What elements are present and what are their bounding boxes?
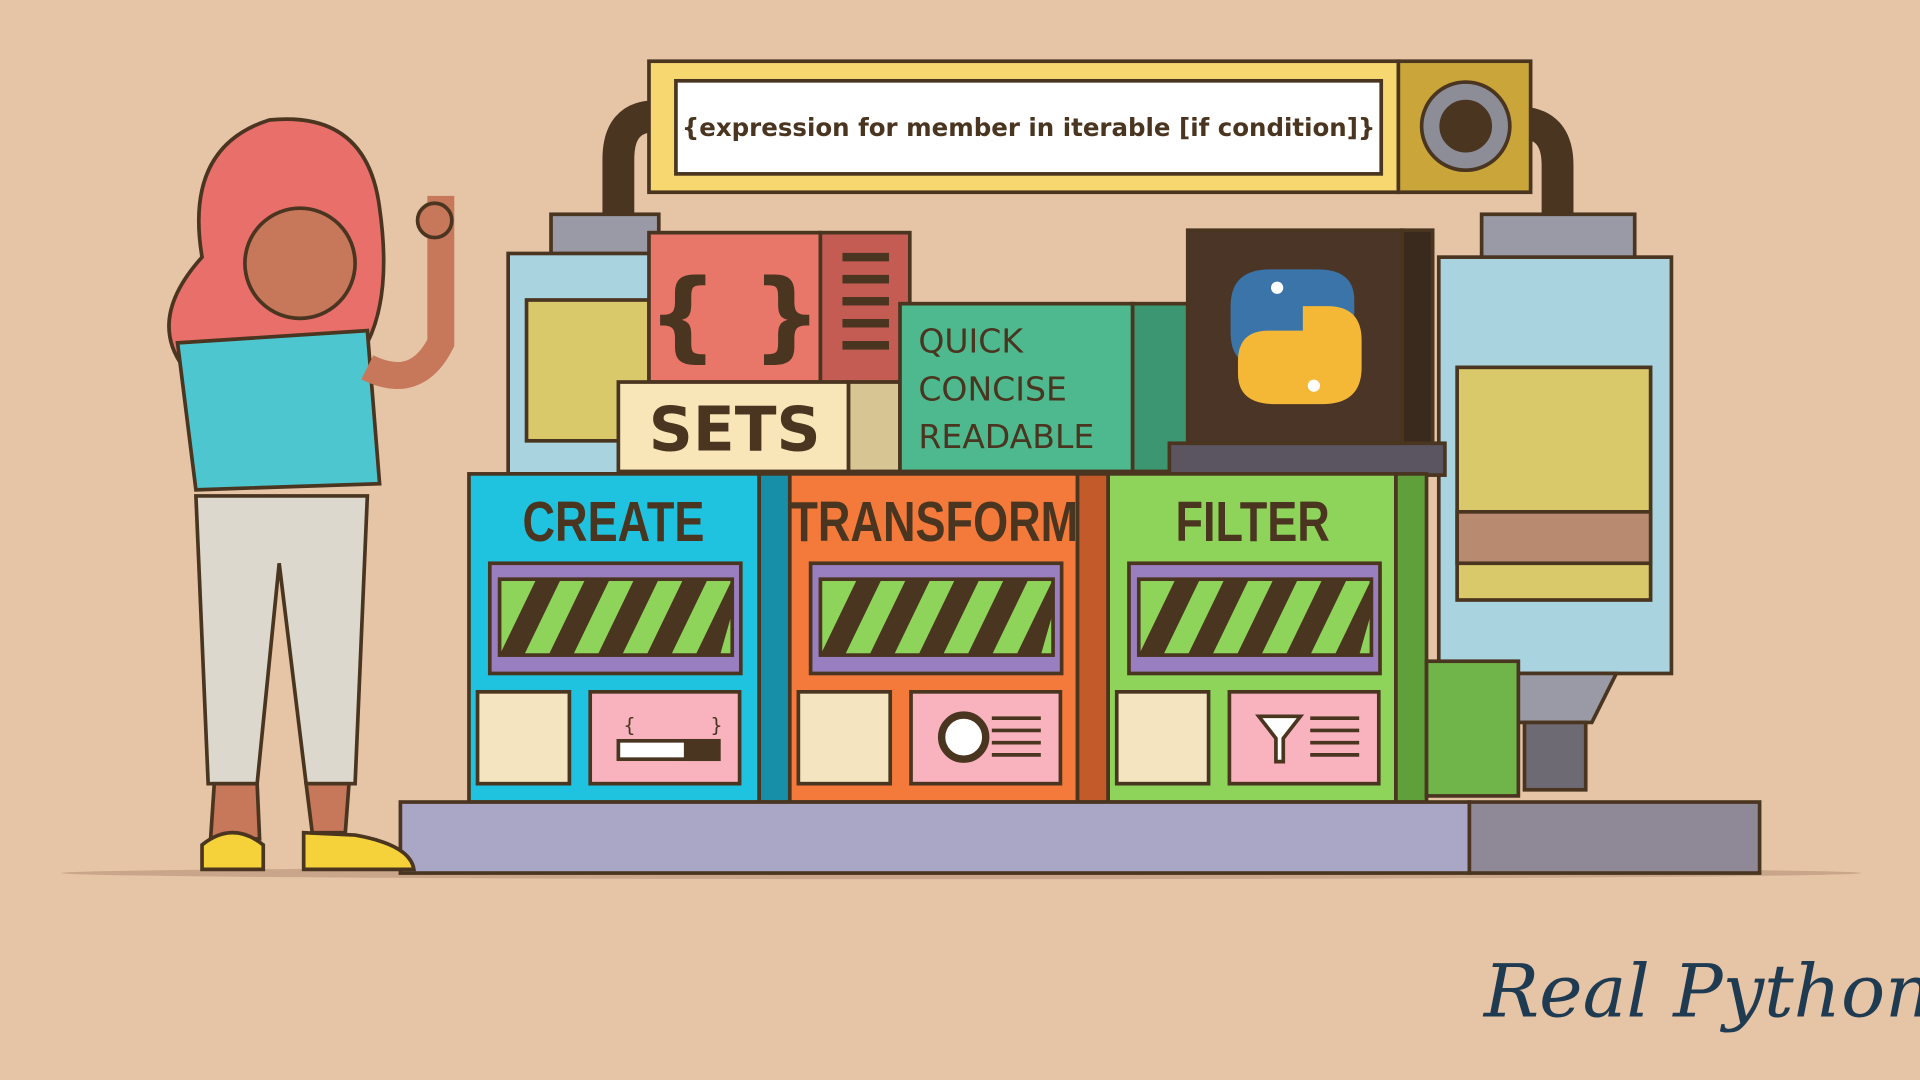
braces-box: { } bbox=[647, 230, 912, 384]
right-tank bbox=[1436, 212, 1674, 792]
quality-readable: READABLE bbox=[918, 417, 1094, 456]
braces-slider-icon bbox=[588, 690, 742, 786]
banner-text: {expression for member in iterable [if c… bbox=[682, 113, 1375, 142]
sets-label: SETS bbox=[649, 395, 821, 466]
quality-quick: QUICK bbox=[918, 322, 1024, 361]
mini-brace-open: { bbox=[623, 714, 635, 737]
dial-icon bbox=[937, 711, 990, 763]
qualities-box: QUICK CONCISE READABLE bbox=[898, 301, 1190, 474]
platform bbox=[398, 800, 1472, 875]
braces-label: { } bbox=[648, 259, 822, 373]
panel-create-label: CREATE bbox=[523, 490, 705, 553]
sets-box: SETS bbox=[616, 380, 902, 474]
left-tank bbox=[506, 212, 661, 476]
python-box bbox=[1167, 228, 1447, 477]
mini-brace-close: } bbox=[710, 714, 722, 737]
side-grill bbox=[1424, 659, 1521, 798]
panel-transform-label: TRANSFORM bbox=[790, 490, 1078, 553]
real-python-logo: Real Python bbox=[1482, 949, 1920, 1034]
platform-end bbox=[1467, 800, 1762, 875]
vent-icon bbox=[842, 252, 889, 350]
python-logo-icon bbox=[1230, 269, 1362, 405]
quality-concise: CONCISE bbox=[918, 369, 1067, 408]
funnel-icon bbox=[1255, 714, 1305, 764]
panel-filter-label: FILTER bbox=[1175, 490, 1329, 553]
woman-character bbox=[167, 117, 455, 872]
comprehension-banner: {expression for member in iterable [if c… bbox=[647, 59, 1533, 195]
